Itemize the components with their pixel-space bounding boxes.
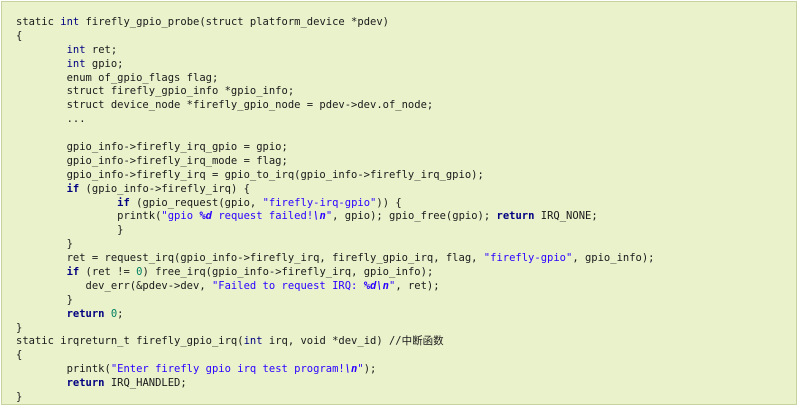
code-token: printk( xyxy=(16,363,111,376)
code-token: , ret); xyxy=(395,279,440,292)
code-token: "Failed to request IRQ: xyxy=(211,279,364,292)
code-token: ret = request_irq(gpio_info->firefly_irq… xyxy=(16,252,484,265)
code-token: 0 xyxy=(110,307,118,320)
code-line: int ret; xyxy=(16,44,655,58)
code-token: dev_err(&pdev->dev, xyxy=(16,279,212,292)
code-token: "firefly-gpio" xyxy=(483,252,573,265)
code-token: 0 xyxy=(136,266,143,279)
code-line: ret = request_irq(gpio_info->firefly_irq… xyxy=(16,252,655,266)
code-token: (gpio_request(gpio, xyxy=(129,196,263,209)
code-line: return 0; xyxy=(16,308,655,322)
code-token: ret; xyxy=(85,43,118,56)
code-line: enum of_gpio_flags flag; xyxy=(16,72,655,86)
code-token: \n xyxy=(344,363,358,376)
code-line: printk("Enter firefly gpio irq test prog… xyxy=(16,363,655,377)
code-line xyxy=(16,127,655,141)
code-token: ) free_irq(gpio_info->firefly_irq, gpio_… xyxy=(142,266,434,279)
code-token: " xyxy=(389,279,396,292)
code-token: gpio; xyxy=(85,57,124,70)
code-token xyxy=(16,44,67,56)
code-line: } xyxy=(16,391,655,404)
code-token: int xyxy=(243,335,263,348)
code-token: ); xyxy=(363,363,377,376)
code-token: } xyxy=(16,224,124,237)
code-token: request failed! xyxy=(212,210,314,223)
code-line: { xyxy=(16,30,655,44)
code-line: { xyxy=(16,349,655,363)
code-line: } xyxy=(16,238,655,252)
code-line: dev_err(&pdev->dev, "Failed to request I… xyxy=(16,280,655,294)
code-token: %d xyxy=(363,279,377,292)
code-token: return xyxy=(496,210,535,223)
code-token xyxy=(16,197,117,209)
code-token: \n xyxy=(376,279,389,292)
code-token: } xyxy=(16,391,23,404)
code-line: if (gpio_info->firefly_irq) { xyxy=(16,183,655,197)
code-token xyxy=(16,266,67,278)
code-token: "gpio xyxy=(161,210,200,223)
code-token: ; xyxy=(117,307,124,320)
code-token: ... xyxy=(16,113,86,126)
code-token: return xyxy=(66,377,105,390)
code-token xyxy=(16,308,67,320)
code-token: if xyxy=(66,266,80,279)
code-token: } xyxy=(16,321,23,334)
code-token: if xyxy=(66,182,80,195)
code-line: struct device_node *firefly_gpio_node = … xyxy=(16,99,655,113)
code-token: " xyxy=(357,363,364,376)
code-token: static xyxy=(16,16,61,28)
code-token: IRQ_NONE; xyxy=(534,210,598,223)
code-token: } xyxy=(16,293,73,306)
code-line: ... xyxy=(16,113,655,127)
code-line: return IRQ_HANDLED; xyxy=(16,377,655,391)
code-line: static irqreturn_t firefly_gpio_irq(int … xyxy=(16,335,655,349)
code-token: printk( xyxy=(16,210,162,223)
code-token: int xyxy=(60,16,80,28)
code-token: enum of_gpio_flags flag; xyxy=(16,71,219,84)
code-token: %d xyxy=(199,210,212,223)
code-token: if xyxy=(117,196,130,209)
code-token: int xyxy=(66,43,86,56)
code-token: , gpio_info); xyxy=(572,252,655,265)
code-token: { xyxy=(16,29,23,42)
code-token: gpio_info->firefly_irq = gpio_to_irq(gpi… xyxy=(16,168,484,181)
code-token xyxy=(16,377,67,389)
code-token: IRQ_HANDLED; xyxy=(104,377,187,390)
code-token: struct device_node *firefly_gpio_node = … xyxy=(16,99,434,112)
code-token: static irqreturn_t firefly_gpio_irq( xyxy=(16,335,244,348)
code-listing: static int firefly_gpio_probe(struct pla… xyxy=(16,16,655,404)
code-line: } xyxy=(16,224,655,238)
code-token: "firefly-irq-gpio" xyxy=(262,196,377,209)
code-token: firefly_gpio_probe(struct platform_devic… xyxy=(79,16,389,28)
code-token: " xyxy=(325,210,333,223)
code-token: } xyxy=(16,238,73,251)
code-token: irq, void *dev_id) //中断函数 xyxy=(262,335,444,348)
code-token: struct firefly_gpio_info *gpio_info; xyxy=(16,85,295,98)
code-token: (ret != xyxy=(79,266,137,279)
code-line: int gpio; xyxy=(16,58,655,72)
code-line: if (gpio_request(gpio, "firefly-irq-gpio… xyxy=(16,197,655,211)
code-token: gpio_info->firefly_irq_gpio = gpio; xyxy=(16,141,288,154)
code-line: struct firefly_gpio_info *gpio_info; xyxy=(16,85,655,99)
code-token: { xyxy=(16,349,23,362)
code-line: } xyxy=(16,322,655,336)
code-token: int xyxy=(66,57,86,70)
code-line: gpio_info->firefly_irq_mode = flag; xyxy=(16,155,655,169)
code-token xyxy=(16,58,67,70)
code-line: } xyxy=(16,294,655,308)
code-line: if (ret != 0) free_irq(gpio_info->firefl… xyxy=(16,266,655,280)
code-token: gpio_info->firefly_irq_mode = flag; xyxy=(16,154,288,167)
code-token: return xyxy=(66,307,105,320)
code-line: gpio_info->firefly_irq_gpio = gpio; xyxy=(16,141,655,155)
code-line: gpio_info->firefly_irq = gpio_to_irq(gpi… xyxy=(16,169,655,183)
code-line: static int firefly_gpio_probe(struct pla… xyxy=(16,16,655,30)
code-token: "Enter firefly gpio irq test program! xyxy=(110,363,345,376)
code-token xyxy=(16,183,67,195)
code-line: printk("gpio %d request failed!\n", gpio… xyxy=(16,210,655,224)
code-token: (gpio_info->firefly_irq) { xyxy=(79,182,250,195)
code-token: \n xyxy=(313,210,326,223)
code-token: , gpio); gpio_free(gpio); xyxy=(332,210,497,223)
code-token: )) { xyxy=(376,196,402,209)
